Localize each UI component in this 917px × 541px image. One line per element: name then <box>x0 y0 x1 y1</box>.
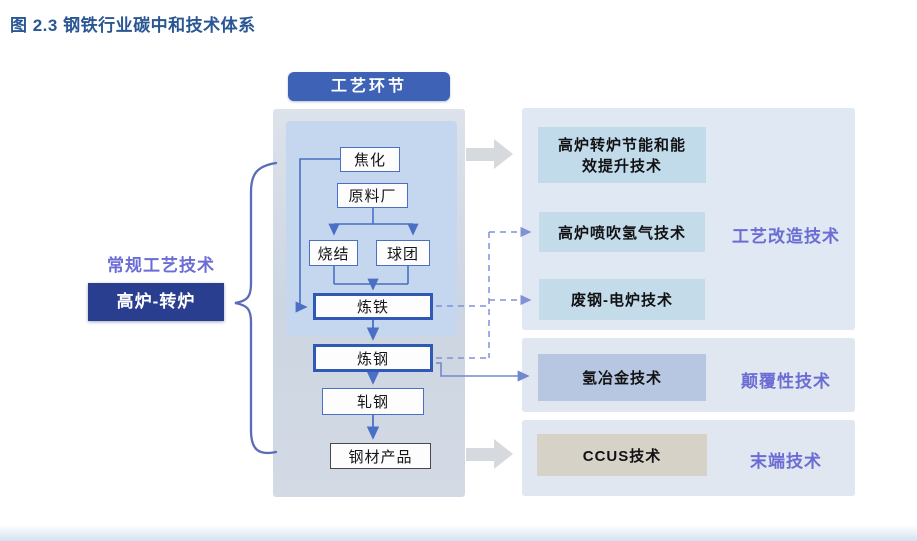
step-ironmaking: 炼铁 <box>313 293 433 320</box>
tech-hydrogen-metallurgy: 氢冶金技术 <box>538 354 706 401</box>
category-disruptive: 颠覆性技术 <box>741 372 831 391</box>
bottom-gradient <box>0 525 917 541</box>
route-brace <box>234 161 278 455</box>
process-stage-header: 工艺环节 <box>288 72 450 101</box>
step-pelletizing: 球团 <box>376 240 430 266</box>
block-arrow-ccus <box>466 439 513 469</box>
figure-title: 图 2.3 钢铁行业碳中和技术体系 <box>10 16 256 35</box>
tech-ccus: CCUS技术 <box>537 434 707 476</box>
step-steelmaking: 炼钢 <box>313 344 433 372</box>
step-raw-material-plant: 原料厂 <box>337 183 408 208</box>
step-coking: 焦化 <box>340 147 400 172</box>
tech-scrap-eaf: 废钢-电炉技术 <box>539 279 705 320</box>
tech-bf-bof-efficiency: 高炉转炉节能和能 效提升技术 <box>538 127 706 183</box>
step-rolling: 轧钢 <box>322 388 424 415</box>
tech-hydrogen-injection: 高炉喷吹氢气技术 <box>539 212 705 252</box>
block-arrow-efficiency <box>466 139 513 169</box>
step-steel-products: 钢材产品 <box>330 443 431 469</box>
category-process-upgrade: 工艺改造技术 <box>732 227 840 246</box>
conventional-route-label: 常规工艺技术 <box>107 256 215 275</box>
category-end-of-pipe: 末端技术 <box>750 452 822 471</box>
bf-bof-route-box: 高炉-转炉 <box>88 283 224 321</box>
step-sintering: 烧结 <box>309 240 358 266</box>
